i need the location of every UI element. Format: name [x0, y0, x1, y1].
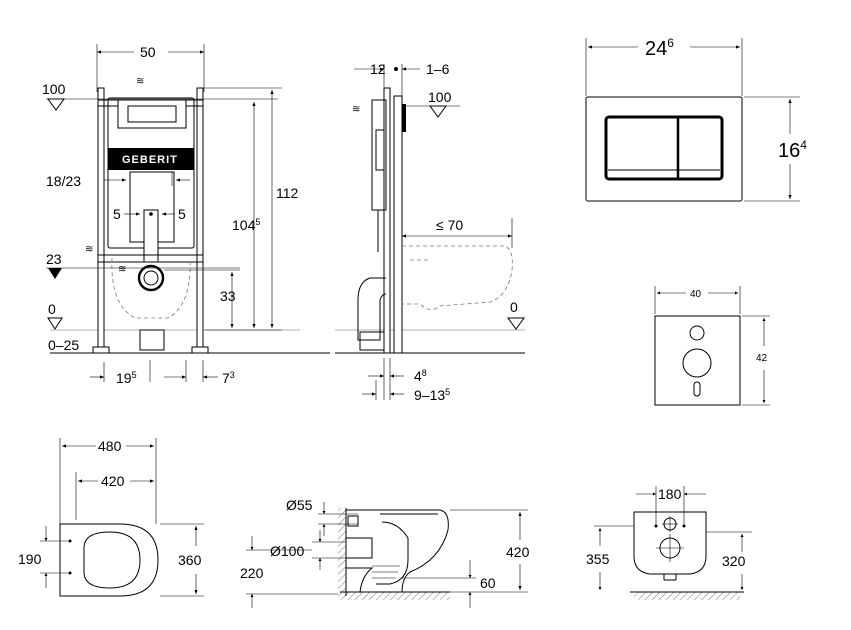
plate-width: 246	[645, 36, 674, 60]
svg-text:≋: ≋	[352, 104, 360, 115]
bowl-width-480: 480	[98, 438, 122, 454]
bowl-spacing-190: 190	[18, 551, 42, 567]
bowl-depth-360: 360	[178, 552, 202, 568]
bowl-back-view: 180 355 320	[586, 486, 752, 600]
wall-plate-outline	[654, 315, 741, 406]
bowl-outlet-100: Ø100	[270, 543, 304, 559]
bowl-back-outline	[633, 511, 707, 575]
geberit-logo: GEBERIT	[122, 154, 178, 166]
bowl-height-220: 220	[240, 565, 264, 581]
back-height-320: 320	[722, 553, 746, 569]
bowl-side-view: Ø55 Ø100 220 420 60	[240, 497, 530, 608]
front-level-23: 23	[46, 251, 62, 267]
side-bottom-4: 48	[414, 368, 427, 384]
flush-buttons	[604, 115, 724, 181]
front-pipe-label: 18/23	[46, 173, 81, 189]
wall-plate-height: 42	[756, 353, 768, 364]
bowl-outline	[59, 523, 159, 597]
bowl-inlet-55: Ø55	[286, 497, 313, 513]
front-level-100: 100	[42, 81, 66, 97]
front-height-104: 1045	[232, 217, 260, 233]
plate-height: 164	[778, 138, 807, 162]
flush-plate-view: 246 164	[585, 36, 807, 202]
bowl-height-420: 420	[506, 544, 530, 560]
wall-plate-view: 40 42	[654, 286, 770, 406]
side-top-1-6: 1–6	[426, 61, 450, 77]
front-width-label: 50	[140, 44, 156, 60]
svg-text:≋: ≋	[136, 76, 144, 87]
bowl-side-outline	[345, 509, 449, 593]
side-level-0: 0	[510, 299, 518, 315]
front-offset-left: 5	[113, 206, 121, 222]
bowl-width-420: 420	[101, 473, 125, 489]
bowl-offset-60: 60	[480, 575, 496, 591]
back-width-180: 180	[658, 486, 682, 502]
front-height-112: 112	[276, 185, 299, 201]
front-offset-right: 5	[178, 206, 186, 222]
bowl-top-view: 480 420 190 360	[18, 438, 204, 597]
front-height-33: 33	[220, 288, 236, 304]
front-level-0: 0	[48, 301, 56, 317]
wall-plate-width: 40	[690, 289, 702, 300]
side-reach-70: ≤ 70	[436, 217, 463, 233]
front-bottom-7: 73	[222, 370, 235, 386]
svg-text:≋: ≋	[118, 264, 126, 275]
side-view: 12 1–6 100 ≋ ≤ 70 0 48 9–135	[335, 61, 525, 403]
side-bottom-9-13: 9–135	[414, 387, 450, 403]
side-level-100: 100	[428, 89, 452, 105]
flush-plate-outline	[585, 96, 743, 202]
front-view: GEBERIT ≋ ≋ ≋ 50 100 18/23 5	[42, 44, 330, 386]
svg-text:≋: ≋	[85, 244, 93, 255]
front-level-range: 0–25	[48, 337, 79, 353]
back-height-355: 355	[586, 551, 610, 567]
front-bottom-19: 195	[116, 370, 137, 386]
